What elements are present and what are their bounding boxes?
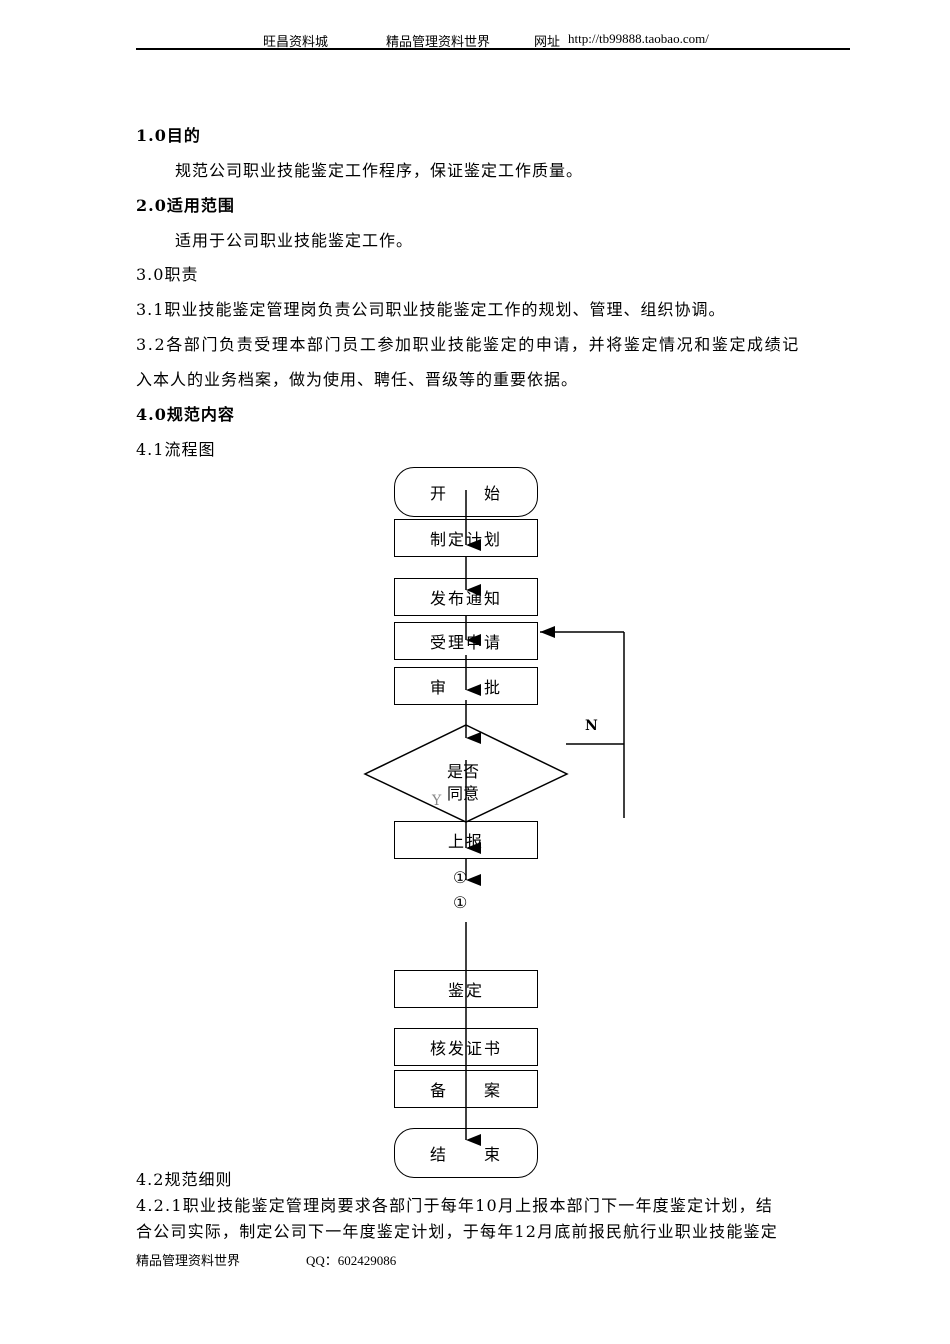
paragraph: 适用于公司职业技能鉴定工作。: [175, 231, 414, 250]
header-rule: [136, 48, 850, 50]
footer-qq: QQ：602429086: [306, 1253, 397, 1268]
header-url[interactable]: http://tb99888.taobao.com/: [568, 31, 709, 46]
flow-archive: 备 案: [394, 1070, 538, 1108]
flow-connector: ①: [453, 868, 468, 887]
header-center: 精品管理资料世界: [386, 34, 491, 49]
paragraph: 合公司实际，制定公司下一年度鉴定计划，于每年12月底前报民航行业职业技能鉴定: [136, 1222, 778, 1241]
heading-content: 4.0规范内容: [136, 405, 235, 424]
flow-yes-label: Y: [432, 793, 442, 809]
paragraph: 3.2各部门负责受理本部门员工参加职业技能鉴定的申请，并将鉴定情况和鉴定成绩记: [136, 335, 800, 354]
flow-no-label: N: [585, 718, 598, 734]
paragraph: 4.2.1职业技能鉴定管理岗要求各部门于每年10月上报本部门下一年度鉴定计划，结: [136, 1196, 774, 1215]
heading-scope: 2.0适用范围: [136, 196, 235, 215]
heading-purpose: 1.0目的: [136, 126, 201, 145]
flow-appraise: 鉴定: [394, 970, 538, 1008]
footer-left: 精品管理资料世界: [136, 1253, 241, 1268]
flow-certify: 核发证书: [394, 1028, 538, 1066]
flow-end: 结 束: [394, 1128, 538, 1178]
header-url-label: 网址: [534, 34, 561, 49]
paragraph: 3.1职业技能鉴定管理岗负责公司职业技能鉴定工作的规划、管理、组织协调。: [136, 300, 726, 319]
flow-report: 上报: [394, 821, 538, 859]
heading-flowchart: 4.1流程图: [136, 440, 216, 459]
flow-decision-line2: 同意: [447, 784, 480, 803]
heading-duties: 3.0职责: [136, 265, 199, 284]
flow-connector-2: ①: [453, 893, 468, 912]
paragraph: 规范公司职业技能鉴定工作程序，保证鉴定工作质量。: [175, 161, 584, 180]
header-left: 旺昌资料城: [263, 34, 329, 49]
flow-decision-line1: 是否: [447, 762, 480, 781]
heading-rules: 4.2规范细则: [136, 1170, 233, 1189]
paragraph: 入本人的业务档案，做为使用、聘任、晋级等的重要依据。: [136, 370, 579, 389]
